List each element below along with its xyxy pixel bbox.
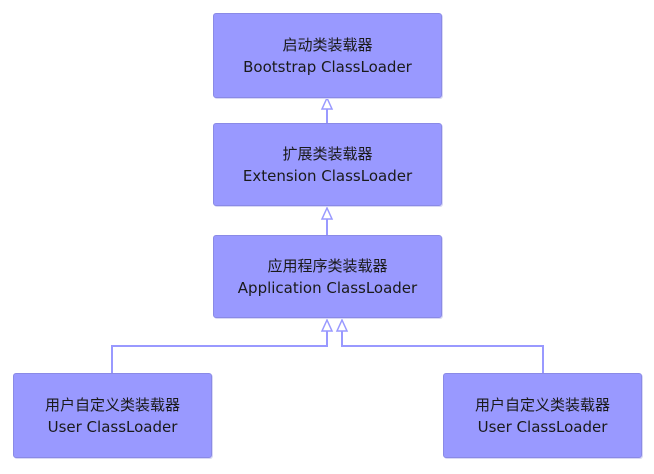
node-label-cn: 应用程序类装载器 xyxy=(267,256,388,275)
node-label-en: Extension ClassLoader xyxy=(242,166,413,185)
node-label-en: User ClassLoader xyxy=(47,417,178,436)
extension-classloader-node: 扩展类装载器 Extension ClassLoader xyxy=(213,123,442,206)
user-classloader-node-left: 用户自定义类装载器 User ClassLoader xyxy=(13,373,212,458)
node-label-cn: 启动类装载器 xyxy=(282,35,373,54)
node-label-en: Bootstrap ClassLoader xyxy=(243,57,412,76)
node-label-cn: 扩展类装载器 xyxy=(282,144,373,163)
node-label-en: User ClassLoader xyxy=(477,417,608,436)
edge-user-left-to-application xyxy=(111,322,328,373)
arrowhead-application-right xyxy=(335,318,349,332)
user-classloader-node-right: 用户自定义类装载器 User ClassLoader xyxy=(443,373,642,458)
edge-user-right-to-application xyxy=(341,322,544,373)
arrowhead-extension xyxy=(320,206,334,220)
arrowhead-application-left xyxy=(320,318,334,332)
bootstrap-classloader-node: 启动类装载器 Bootstrap ClassLoader xyxy=(213,13,442,98)
node-label-en: Application ClassLoader xyxy=(237,278,418,297)
application-classloader-node: 应用程序类装载器 Application ClassLoader xyxy=(213,235,442,318)
node-label-cn: 用户自定义类装载器 xyxy=(474,395,610,414)
node-label-cn: 用户自定义类装载器 xyxy=(44,395,180,414)
arrowhead-bootstrap xyxy=(320,96,334,110)
